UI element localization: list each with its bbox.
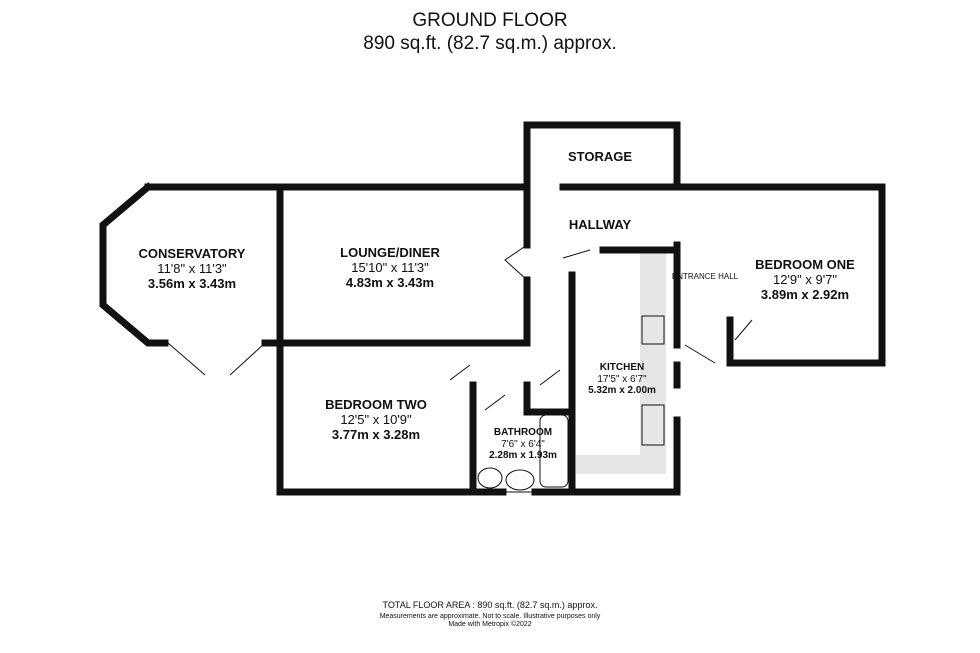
room-imperial: 15'10" x 11'3" (351, 259, 429, 275)
room-metric: 4.83m x 3.43m (345, 274, 435, 290)
room-name: LOUNGE/DINER (340, 245, 440, 260)
room-entrance-hall: ENTRANCE HALL (671, 272, 739, 281)
room-kitchen: KITCHEN 17'5" x 6'7" 5.32m x 2.00m (588, 362, 656, 397)
room-conservatory: CONSERVATORY 11'8" x 11'3" 3.56m x 3.43m (138, 246, 246, 292)
room-metric: 2.28m x 1.93m (489, 450, 557, 461)
doors-and-windows (102, 124, 883, 493)
room-imperial: 7'6" x 6'4" (501, 438, 545, 450)
room-imperial: 12'9" x 9'7" (772, 271, 838, 287)
room-hallway: HALLWAY (568, 217, 632, 232)
disclaimer: Measurements are approximate. Not to sca… (379, 613, 601, 620)
room-imperial: 17'5" x 6'7" (597, 373, 647, 385)
room-imperial: 12'5" x 10'9" (340, 411, 412, 427)
room-name: BEDROOM ONE (755, 257, 855, 272)
room-lounge-diner: LOUNGE/DINER 15'10" x 11'3" 4.83m x 3.43… (340, 245, 440, 291)
room-storage: STORAGE (567, 149, 633, 164)
floor-area: 890 sq.ft. (82.7 sq.m.) approx. (363, 33, 617, 54)
room-metric: 5.32m x 2.00m (588, 385, 656, 396)
room-imperial: 11'8" x 11'3" (157, 260, 227, 276)
credit: Made with Metropix ©2022 (448, 621, 532, 628)
room-name: CONSERVATORY (138, 246, 246, 261)
room-metric: 3.56m x 3.43m (147, 275, 237, 291)
room-bathroom: BATHROOM 7'6" x 6'4" 2.28m x 1.93m (489, 427, 557, 462)
room-name: KITCHEN (599, 362, 645, 373)
room-name: BEDROOM TWO (325, 397, 427, 412)
room-name: BATHROOM (493, 427, 553, 438)
floor-title: GROUND FLOOR (412, 10, 568, 31)
room-bedroom-one: BEDROOM ONE 12'9" x 9'7" 3.89m x 2.92m (755, 257, 855, 303)
total-floor-area: TOTAL FLOOR AREA : 890 sq.ft. (82.7 sq.m… (382, 600, 598, 610)
room-metric: 3.77m x 3.28m (331, 426, 421, 442)
room-metric: 3.89m x 2.92m (760, 286, 850, 302)
room-bedroom-two: BEDROOM TWO 12'5" x 10'9" 3.77m x 3.28m (325, 397, 427, 443)
kitchen-counter (576, 252, 666, 474)
walls (99, 121, 886, 496)
